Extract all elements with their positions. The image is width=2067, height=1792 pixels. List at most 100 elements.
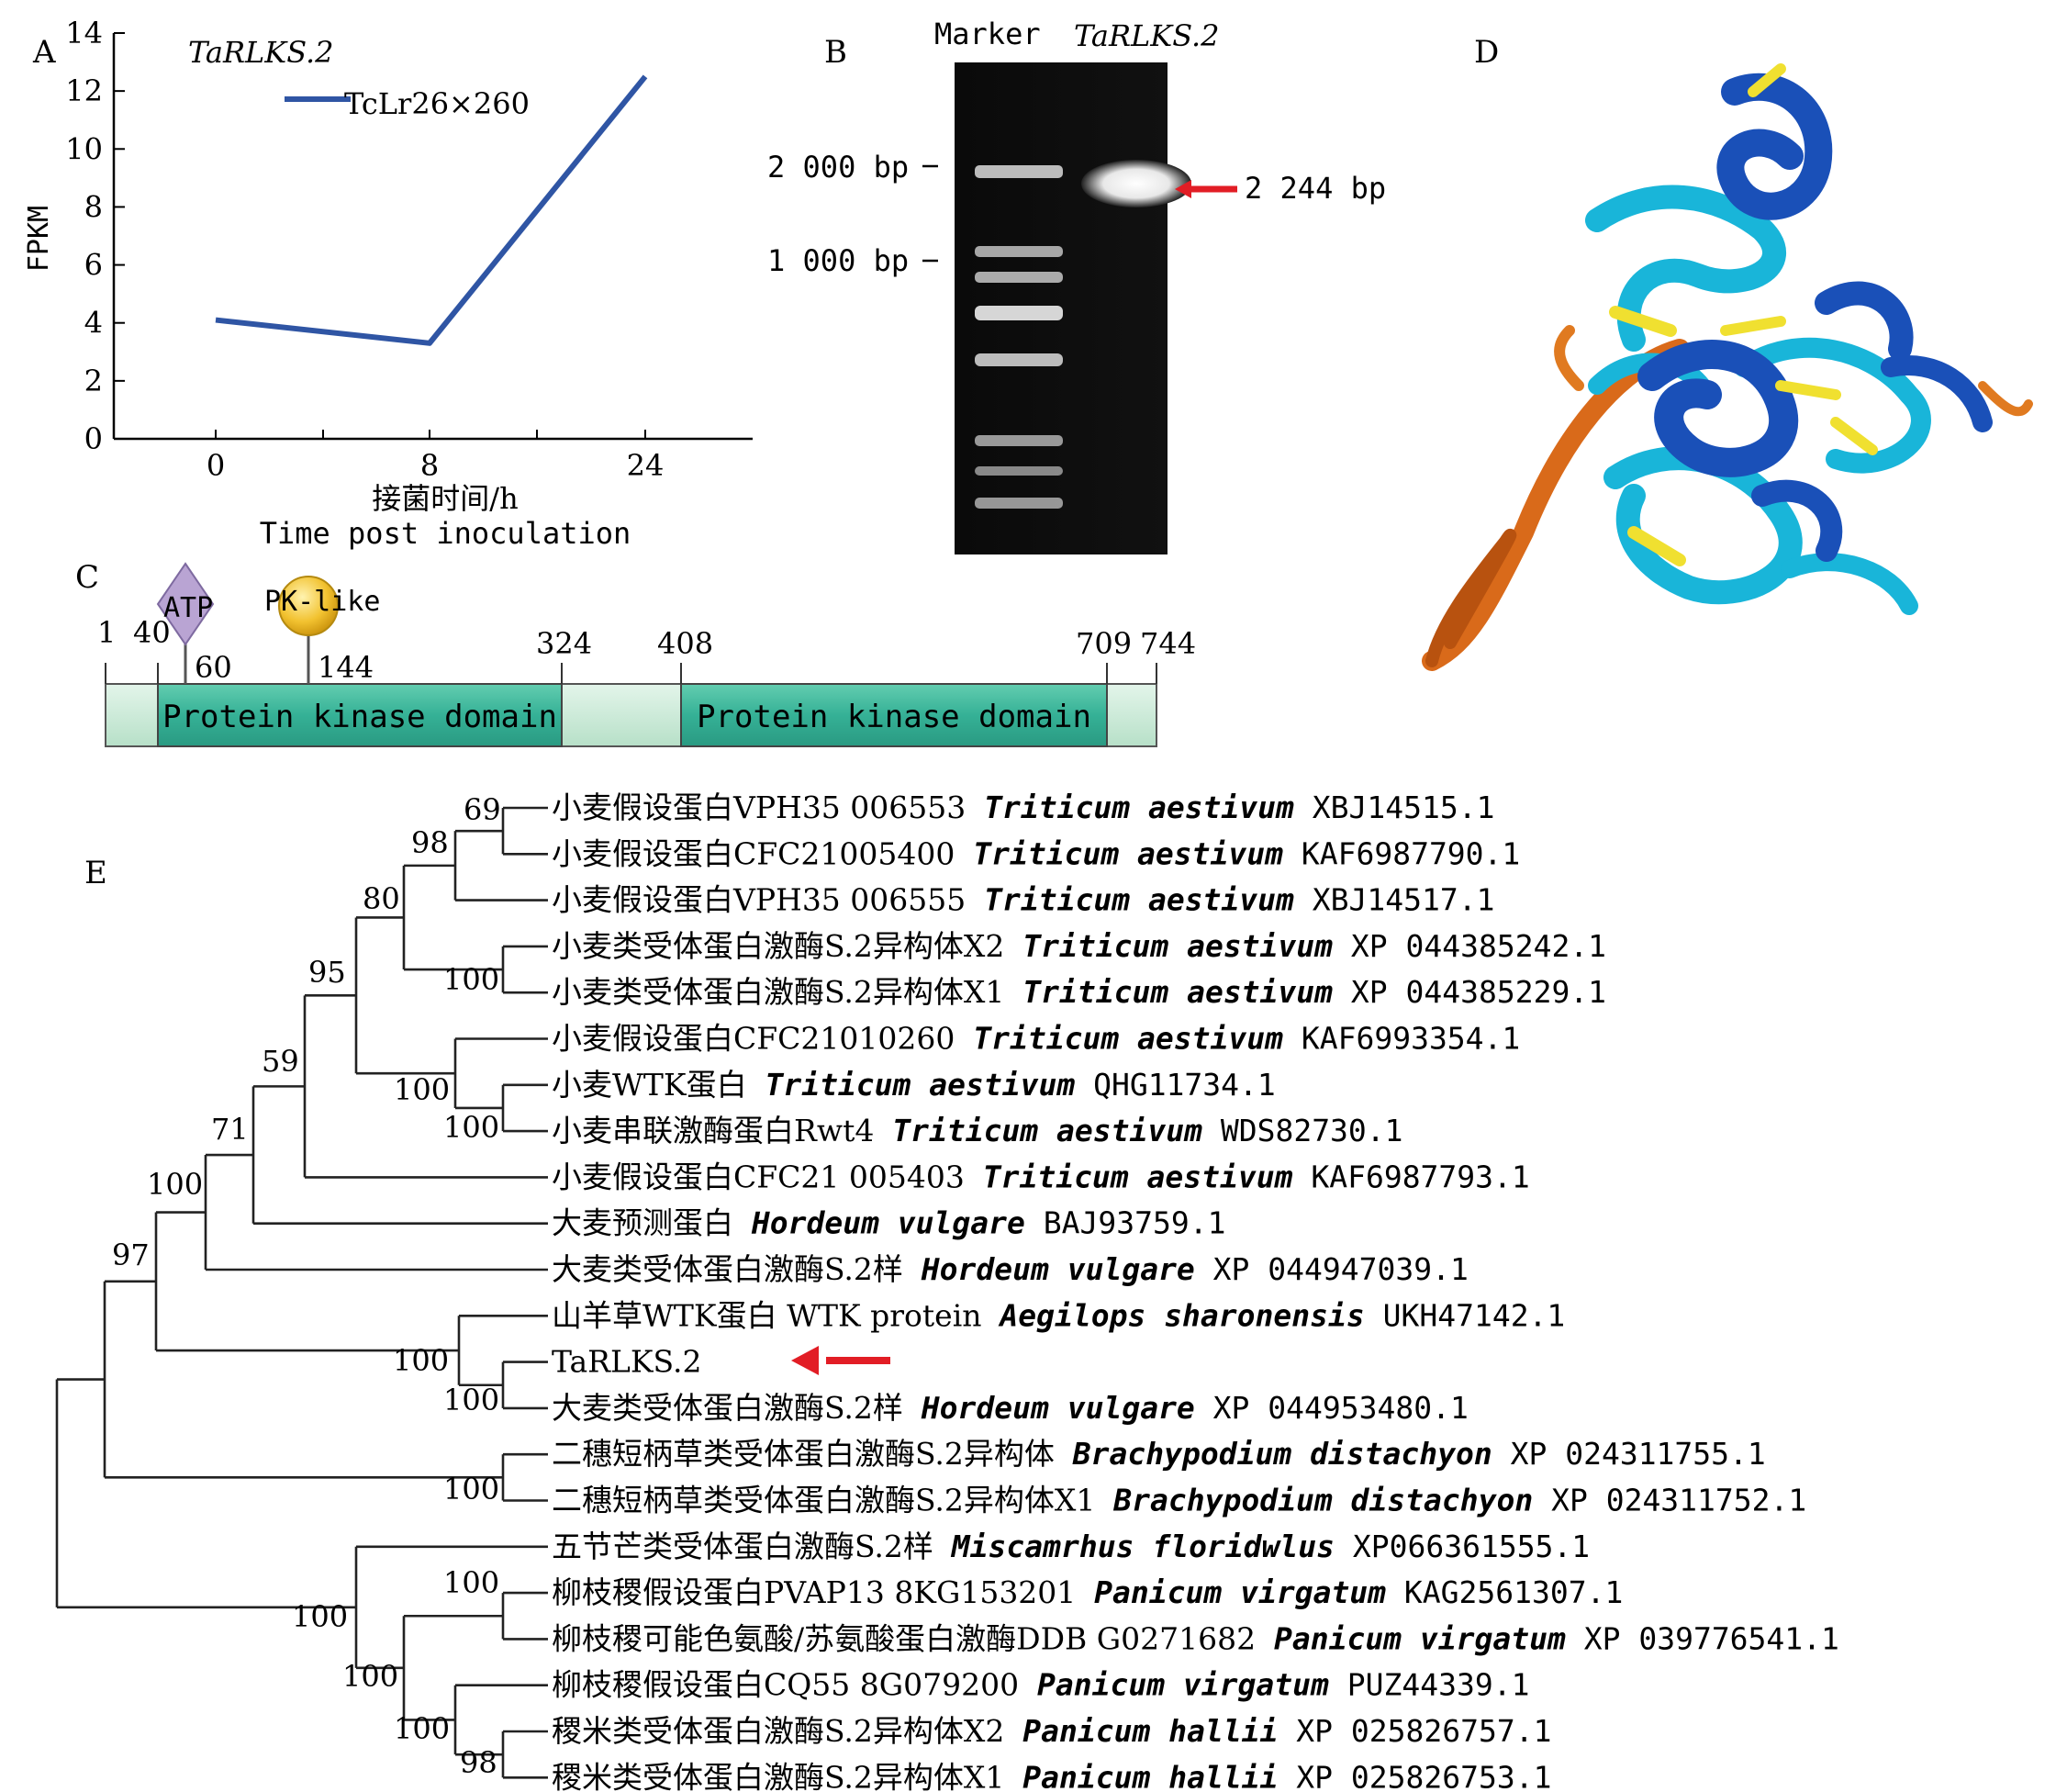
leaf-accession: XP 044385242.1 <box>1333 928 1606 964</box>
panel-c: C Protein kinase domain Protein kinase d… <box>75 559 1196 747</box>
pos-40: 40 <box>133 615 171 650</box>
leaf-name: 小麦串联激酶蛋白Rwt4 <box>552 1113 874 1148</box>
atp-label: ATP <box>163 592 213 624</box>
x-tick-label: 0 <box>207 448 225 483</box>
leaf-species: Hordeum vulgare <box>903 1390 1195 1426</box>
y-tick-label: 14 <box>65 16 103 50</box>
product-arrow-head <box>1175 180 1191 198</box>
leaf-species: Triticum aestivum <box>966 790 1294 825</box>
leaf-name: 小麦类受体蛋白激酶S.2异构体X1 <box>552 974 1004 1010</box>
leaf-label: 小麦WTK蛋白 Triticum aestivum QHG11734.1 <box>552 1067 1276 1103</box>
leaf-name: 山羊草WTK蛋白 WTK protein <box>552 1297 982 1333</box>
panel-label-e: E <box>84 855 107 891</box>
pos-60: 60 <box>195 650 232 685</box>
bootstrap-value: 100 <box>393 1343 449 1378</box>
leaf-species: Triticum aestivum <box>955 835 1283 871</box>
leaf-species: Triticum aestivum <box>1004 928 1333 964</box>
leaf-label: 山羊草WTK蛋白 WTK protein Aegilops sharonensi… <box>552 1297 1565 1333</box>
gel-sample-label: TaRLKS.2 <box>1074 18 1220 53</box>
x-axis-label-cn: 接菌时间/h <box>372 481 518 516</box>
kinase-domain-1 <box>157 683 563 747</box>
leaf-accession: XP 044947039.1 <box>1195 1251 1469 1287</box>
leaf-species: Panicum virgatum <box>1076 1574 1386 1610</box>
leaf-label: 稷米类受体蛋白激酶S.2异构体X2 Panicum hallii XP 0258… <box>552 1713 1551 1749</box>
leaf-species: Triticum aestivum <box>965 1159 1293 1194</box>
leaf-species: Triticum aestivum <box>955 1021 1283 1057</box>
leaf-accession: KAF6987790.1 <box>1283 835 1520 871</box>
leaf-name: TaRLKS.2 <box>552 1344 701 1380</box>
leaf-species: Panicum hallii <box>1004 1713 1278 1749</box>
legend-label: TcLr26×260 <box>344 86 530 121</box>
bootstrap-value: 97 <box>112 1238 150 1272</box>
panel-label-c: C <box>75 559 99 596</box>
leaf-name: 二穗短柄草类受体蛋白激酶S.2异构体 <box>552 1436 1055 1472</box>
leaf-species: Miscamrhus floridwlus <box>933 1529 1335 1564</box>
size-2000-label: 2 000 bp <box>767 150 909 185</box>
leaf-species: Hordeum vulgare <box>903 1251 1195 1287</box>
gel-band-product <box>1081 160 1191 207</box>
pos-1: 1 <box>97 615 116 650</box>
pos-324: 324 <box>536 626 592 661</box>
leaf-accession: PUZ44339.1 <box>1329 1667 1530 1703</box>
leaf-accession: XP066361555.1 <box>1335 1529 1590 1564</box>
protein-structure-image <box>1422 63 2033 671</box>
leaf-name: 小麦假设蛋白VPH35 006553 <box>552 790 966 825</box>
bootstrap-value: 69 <box>464 792 501 827</box>
x-axis-label-en: Time post inoculation <box>260 516 631 551</box>
leaf-accession: XP 024311755.1 <box>1492 1436 1766 1472</box>
product-size-label: 2 244 bp <box>1245 171 1386 206</box>
kinase-domain-1-label: Protein kinase domain <box>162 699 557 735</box>
bootstrap-value: 71 <box>211 1112 249 1147</box>
kinase-domain-2 <box>680 683 1108 747</box>
leaf-accession: XP 044953480.1 <box>1195 1390 1469 1426</box>
leaf-name: 五节芒类受体蛋白激酶S.2样 <box>552 1529 933 1564</box>
leaf-species: Brachypodium distachyon <box>1095 1483 1533 1518</box>
panel-label-b: B <box>824 34 847 71</box>
kinase-domain-2-label: Protein kinase domain <box>697 699 1091 735</box>
bootstrap-value: 100 <box>394 1711 450 1746</box>
pk-like-marker <box>278 576 339 636</box>
leaf-accession: XBJ14515.1 <box>1294 790 1495 825</box>
leaf-label: 大麦类受体蛋白激酶S.2样 Hordeum vulgare XP 0449470… <box>552 1251 1469 1287</box>
leaf-name: 柳枝稷假设蛋白PVAP13 8KG153201 <box>552 1574 1076 1610</box>
leaf-species: Brachypodium distachyon <box>1055 1436 1492 1472</box>
leaf-species: Triticum aestivum <box>966 882 1294 918</box>
bootstrap-value: 100 <box>443 1383 499 1417</box>
leaf-name: 大麦预测蛋白 <box>552 1205 733 1241</box>
leaf-accession: XP 024311752.1 <box>1533 1483 1806 1518</box>
size-1000-label: 1 000 bp <box>767 243 909 278</box>
y-tick-label: 10 <box>65 131 103 166</box>
leaf-name: 小麦WTK蛋白 <box>552 1067 747 1103</box>
leaf-name: 小麦假设蛋白CFC21010260 <box>552 1021 955 1057</box>
leaf-accession: BAJ93759.1 <box>1025 1205 1226 1241</box>
leaf-label: 小麦假设蛋白VPH35 006555 Triticum aestivum XBJ… <box>552 882 1494 918</box>
bootstrap-value: 100 <box>394 1072 450 1107</box>
leaf-name: 柳枝稷假设蛋白CQ55 8G079200 <box>552 1667 1019 1703</box>
leaf-name: 二穗短柄草类受体蛋白激酶S.2异构体X1 <box>552 1483 1095 1518</box>
bootstrap-value: 80 <box>363 881 400 916</box>
bootstrap-value: 98 <box>460 1745 497 1780</box>
pos-144: 144 <box>318 650 374 685</box>
leaf-species: Aegilops sharonensis <box>982 1297 1365 1333</box>
gel-marker-label: Marker <box>934 17 1041 51</box>
x-tick-label: 8 <box>420 448 439 483</box>
y-tick-label: 2 <box>84 364 103 398</box>
y-tick-label: 4 <box>84 306 103 341</box>
leaf-accession: XP 025826757.1 <box>1278 1713 1551 1749</box>
leaf-accession: XBJ14517.1 <box>1294 882 1495 918</box>
panel-label-d: D <box>1474 34 1499 71</box>
leaf-label: 五节芒类受体蛋白激酶S.2样 Miscamrhus floridwlus XP0… <box>552 1529 1590 1564</box>
chart-title: TaRLKS.2 <box>188 35 334 70</box>
chart-marks <box>215 74 648 346</box>
leaf-label: 柳枝稷假设蛋白PVAP13 8KG153201 Panicum virgatum… <box>552 1574 1623 1610</box>
leaf-label: 二穗短柄草类受体蛋白激酶S.2异构体X1 Brachypodium distac… <box>552 1483 1806 1518</box>
leaf-species: Panicum virgatum <box>1256 1620 1566 1656</box>
pos-709: 709 <box>1076 626 1132 661</box>
leaf-species: Panicum hallii <box>1004 1759 1278 1792</box>
leaf-label: 大麦类受体蛋白激酶S.2样 Hordeum vulgare XP 0449534… <box>552 1390 1469 1426</box>
leaf-name: 小麦假设蛋白CFC21005400 <box>552 835 955 871</box>
leaf-label: TaRLKS.2 <box>552 1344 701 1380</box>
leaf-accession: XP 039776541.1 <box>1566 1620 1839 1656</box>
